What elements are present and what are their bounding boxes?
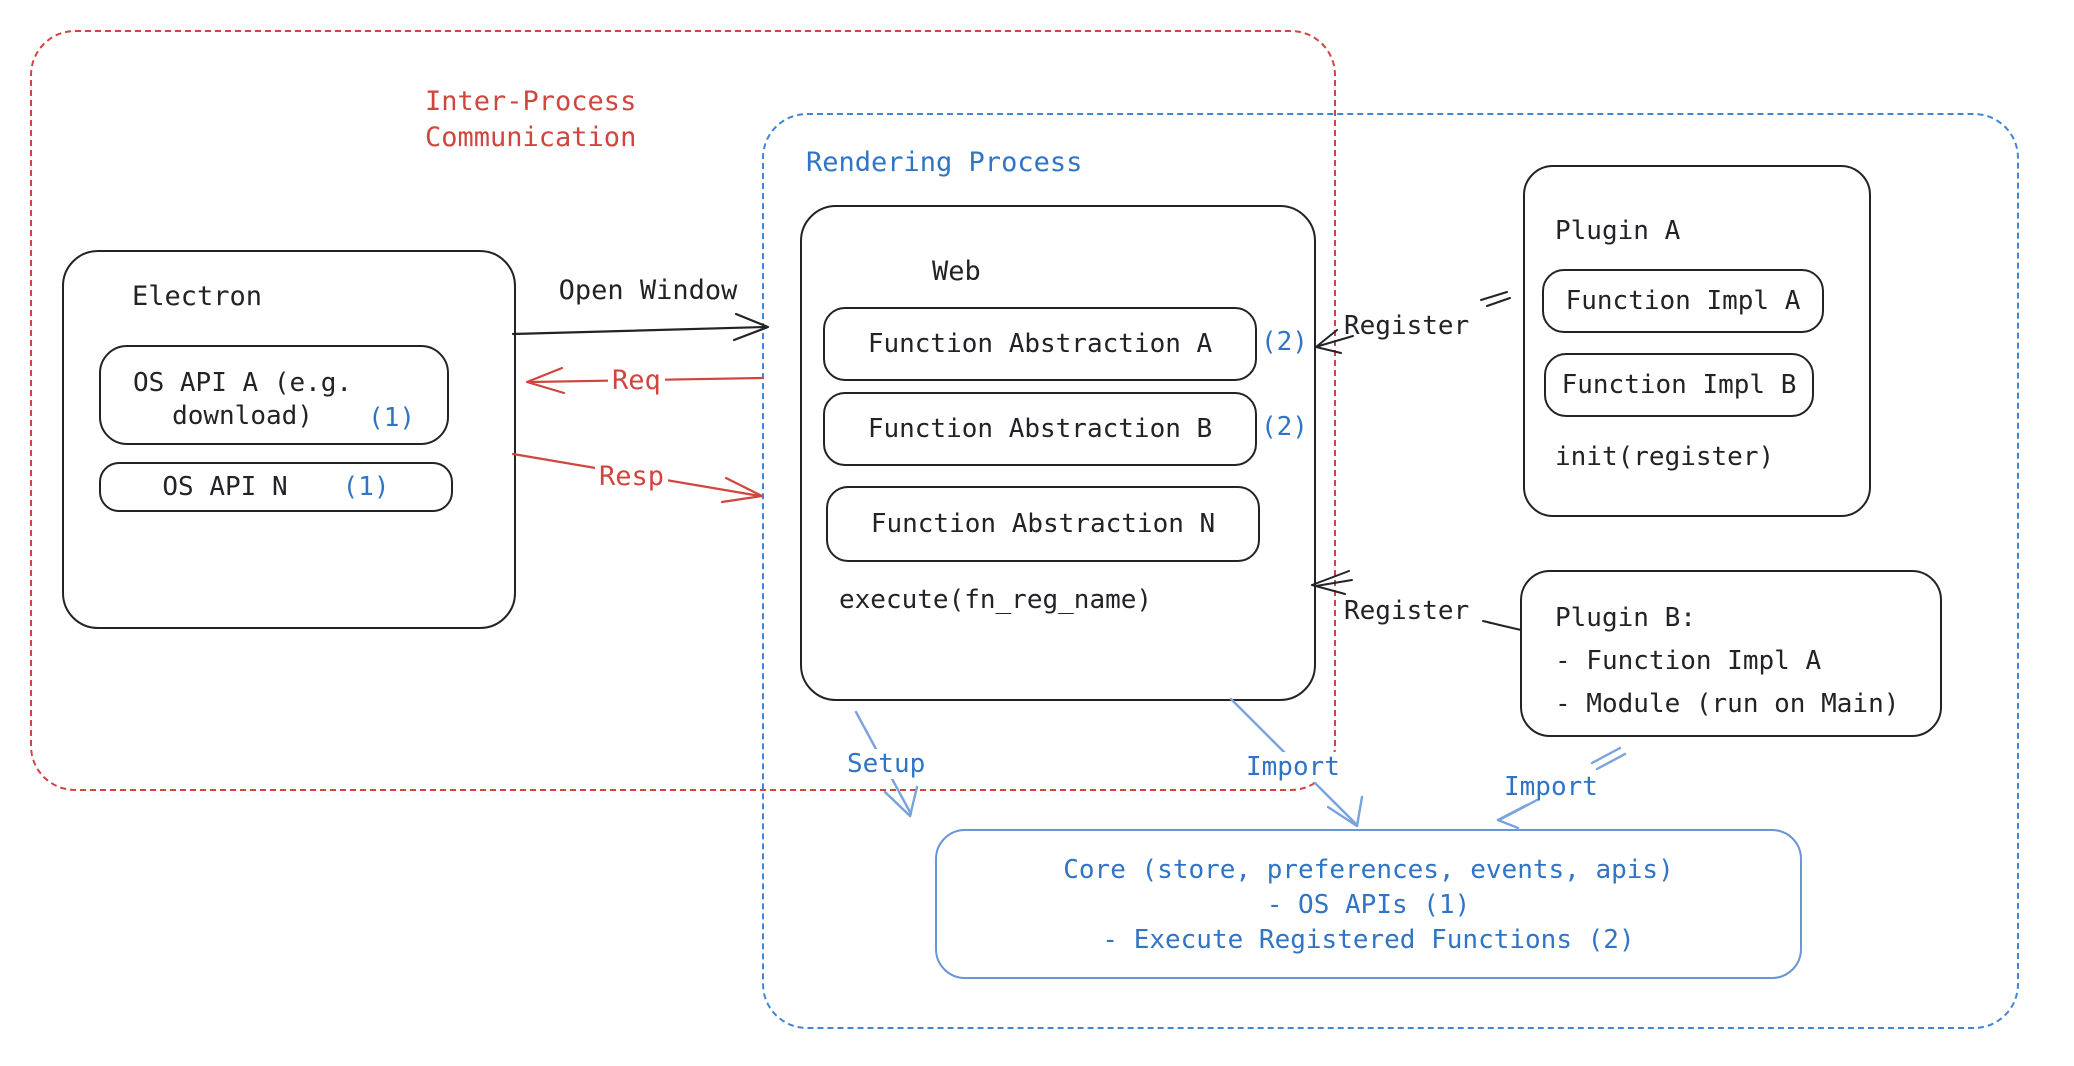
- function-impl-a-box: Function Impl A: [1542, 269, 1824, 333]
- core-line-3: - Execute Registered Functions (2): [1102, 925, 1635, 955]
- plugin-b-line-1: Plugin B:: [1555, 603, 1696, 633]
- web-box: Web Function Abstraction A (2) Function …: [800, 205, 1316, 701]
- function-abstraction-b-badge: (2): [1261, 412, 1308, 442]
- function-abstraction-n-label: Function Abstraction N: [870, 508, 1216, 539]
- function-abstraction-a-badge: (2): [1261, 327, 1308, 357]
- open-window-arrow-label: Open Window: [558, 275, 738, 306]
- register-bottom-arrow-label: Register: [1344, 596, 1470, 626]
- resp-arrow-label: Resp: [595, 462, 669, 492]
- plugin-b-line-3: - Module (run on Main): [1555, 689, 1900, 719]
- plugin-b-line-2: - Function Impl A: [1555, 646, 1822, 676]
- plugin-a-box: Plugin A Function Impl A Function Impl B…: [1523, 165, 1871, 517]
- function-impl-a-label: Function Impl A: [1565, 285, 1801, 316]
- plugin-a-init-label: init(register): [1555, 442, 1775, 472]
- req-arrow-label: Req: [608, 366, 665, 396]
- os-api-a-badge: (1): [368, 403, 416, 433]
- plugin-b-box: Plugin B: - Function Impl A - Module (ru…: [1520, 570, 1942, 737]
- function-abstraction-n-box: Function Abstraction N: [826, 486, 1260, 562]
- os-api-n-box: OS API N (1): [99, 462, 453, 512]
- import-web-arrow-label: Import: [1242, 752, 1344, 782]
- os-api-a-box: OS API A (e.g. download) (1): [99, 345, 449, 445]
- function-abstraction-b-box: Function Abstraction B: [823, 392, 1257, 466]
- os-api-a-label: OS API A (e.g. download): [132, 368, 353, 431]
- register-top-arrow-label: Register: [1344, 311, 1470, 341]
- import-plugin-arrow-label: Import: [1504, 772, 1598, 802]
- rendering-process-label: Rendering Process: [806, 147, 1083, 178]
- os-api-n-label: OS API N: [162, 471, 288, 502]
- ipc-group-box: [30, 30, 1336, 791]
- function-impl-b-box: Function Impl B: [1544, 353, 1814, 417]
- function-abstraction-b-label: Function Abstraction B: [867, 413, 1213, 444]
- electron-box: Electron OS API A (e.g. download) (1) OS…: [62, 250, 516, 629]
- core-line-2: - OS APIs (1): [1266, 890, 1471, 920]
- web-title: Web: [932, 256, 981, 287]
- core-line-1: Core (store, preferences, events, apis): [1063, 855, 1674, 885]
- web-execute-label: execute(fn_reg_name): [839, 585, 1153, 615]
- electron-title: Electron: [132, 281, 263, 312]
- function-abstraction-a-label: Function Abstraction A: [867, 328, 1213, 359]
- rendering-process-group-box: [762, 113, 2019, 1029]
- os-api-n-badge: (1): [342, 472, 390, 502]
- core-box: Core (store, preferences, events, apis) …: [935, 829, 1802, 979]
- function-abstraction-a-box: Function Abstraction A: [823, 307, 1257, 381]
- plugin-a-title: Plugin A: [1555, 216, 1681, 246]
- ipc-group-label: Inter-Process Communication: [425, 86, 637, 153]
- function-impl-b-label: Function Impl B: [1561, 369, 1797, 400]
- setup-arrow-label: Setup: [843, 749, 930, 779]
